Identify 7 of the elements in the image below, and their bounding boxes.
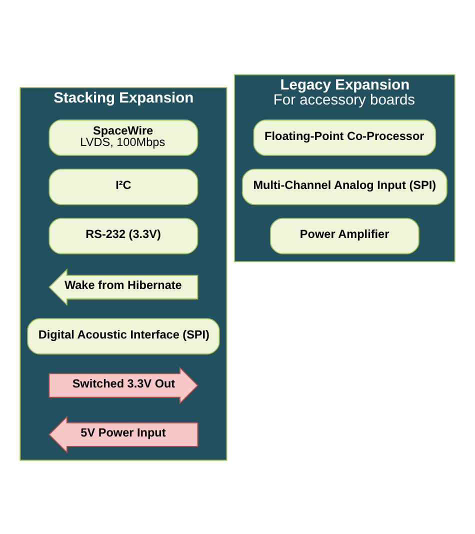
node-box: Floating-Point Co-Processor xyxy=(253,119,436,156)
node-box: I²C xyxy=(48,168,198,205)
node-box: Digital Acoustic Interface (SPI) xyxy=(27,318,220,354)
node-box: RS-232 (3.3V) xyxy=(48,217,198,254)
node-box: SpaceWire LVDS, 100Mbps xyxy=(48,119,198,156)
node-box: Power Amplifier xyxy=(270,217,420,254)
node-box: Multi-Channel Analog Input (SPI) xyxy=(242,168,448,205)
